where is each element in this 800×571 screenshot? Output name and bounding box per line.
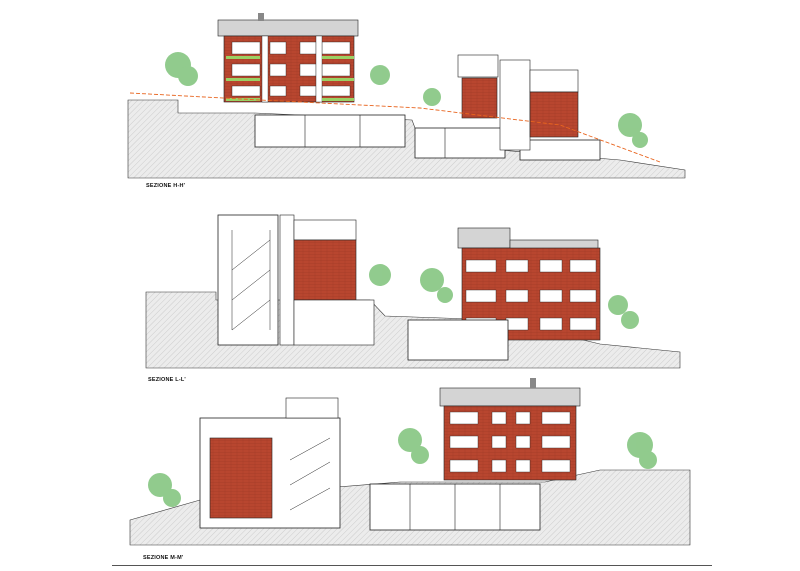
section-hh: [127, 13, 686, 179]
section-caption-ll: SEZIONE L-L': [148, 377, 186, 383]
roof: [217, 19, 359, 37]
terrain: [127, 99, 686, 179]
slope-line: [129, 92, 661, 163]
section-caption-hh: SEZIONE H-H': [146, 183, 186, 189]
section-caption-mm: SEZIONE M-M': [143, 555, 184, 561]
section-ll: [145, 214, 681, 369]
section-mm: [129, 378, 691, 546]
bottom-rule: [112, 565, 712, 566]
basement-block: [254, 114, 406, 148]
